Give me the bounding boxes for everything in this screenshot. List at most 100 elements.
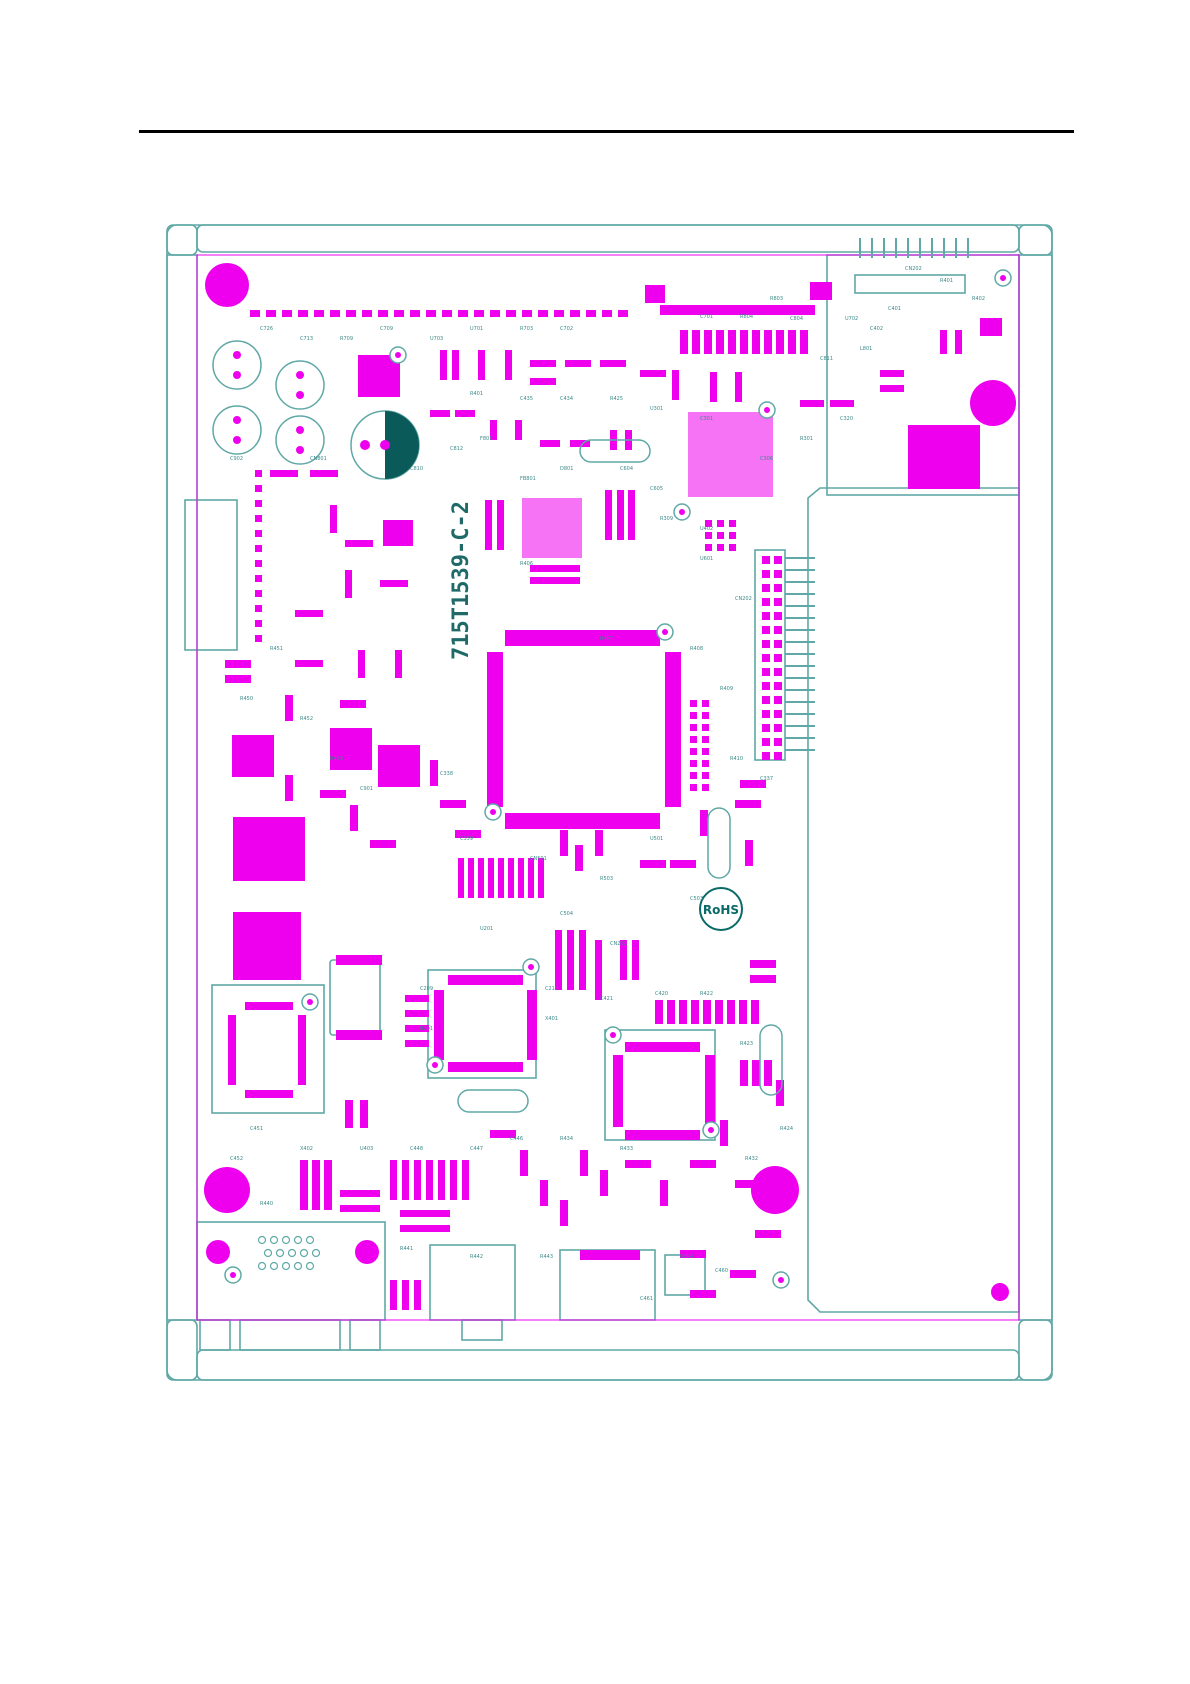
capacitor-pads — [233, 351, 304, 454]
component-designator: U301 — [650, 406, 663, 412]
component-designator: U402 — [700, 526, 713, 532]
component-designator: C337 — [760, 776, 773, 782]
component-designator: C447 — [470, 1146, 483, 1152]
component-designator: C709 — [380, 326, 393, 332]
component-designator: L801 — [860, 346, 872, 352]
component-designator: R434 — [560, 1136, 573, 1142]
component-designator: R409 — [720, 686, 733, 692]
component-designator: U201 — [480, 926, 493, 932]
board-edge — [196, 254, 1020, 1321]
component-designator: R451 — [270, 646, 283, 652]
component-designator: U703 — [430, 336, 443, 342]
component-designator: C306 — [760, 456, 773, 462]
component-designator: R424 — [780, 1126, 793, 1132]
component-designator: R453 — [330, 756, 343, 762]
component-designator: X402 — [300, 1146, 313, 1152]
component-designator: R452 — [300, 716, 313, 722]
component-designator: R422 — [700, 991, 713, 997]
component-designator: D801 — [560, 466, 573, 472]
component-designator: C320 — [840, 416, 853, 422]
board-part-number: 715T1539-C-2 — [449, 501, 474, 660]
component-designator: C811 — [820, 356, 833, 362]
component-designator: C726 — [260, 326, 273, 332]
component-designator: U601 — [700, 556, 713, 562]
component-designator: C701 — [700, 314, 713, 320]
component-designator: R201 — [420, 1026, 433, 1032]
component-designator: R401 — [940, 278, 953, 284]
component-designator: F801 — [480, 436, 492, 442]
component-designator: X401 — [545, 1016, 558, 1022]
component-designator: R410 — [730, 756, 743, 762]
component-designator: C301 — [700, 416, 713, 422]
crystals — [457, 439, 783, 1113]
component-designator: C420 — [655, 991, 668, 997]
component-designator: C339 — [460, 836, 473, 842]
component-designator: C338 — [440, 771, 453, 777]
component-designator: R301 — [800, 436, 813, 442]
header-pins — [859, 238, 969, 258]
component-designator: U404 — [680, 1254, 693, 1260]
component-designator: C812 — [450, 446, 463, 452]
component-designator: C435 — [520, 396, 533, 402]
rohs-logo: RoHS — [699, 887, 743, 931]
component-designator: C448 — [410, 1146, 423, 1152]
component-designator: U701 — [470, 326, 483, 332]
component-designator: R803 — [770, 296, 783, 302]
component-designator: R450 — [240, 696, 253, 702]
component-designator: C902 — [230, 456, 243, 462]
component-designator: R432 — [745, 1156, 758, 1162]
component-designator: C452 — [230, 1156, 243, 1162]
component-designator: C804 — [790, 316, 803, 322]
rohs-logo-text: RoHS — [703, 903, 739, 917]
component-designator: R309 — [660, 516, 673, 522]
component-designator: C504 — [560, 911, 573, 917]
component-designator: R402 — [972, 296, 985, 302]
component-designator: R406 — [520, 561, 533, 567]
component-designator: C605 — [650, 486, 663, 492]
silkscreen-labels: CN202R401R402C401C402U702L801C811R803C80… — [230, 266, 985, 1302]
component-designator: C402 — [870, 326, 883, 332]
component-designator: R408 — [690, 646, 703, 652]
component-designator: CN801 — [310, 456, 327, 462]
component-designator: C446 — [510, 1136, 523, 1142]
component-designator: R443 — [540, 1254, 553, 1260]
header-rule — [139, 130, 1074, 133]
component-designator: FB801 — [520, 476, 536, 482]
copper-layer — [204, 263, 1016, 1310]
component-designator: C810 — [410, 466, 423, 472]
component-designator: C713 — [300, 336, 313, 342]
component-designator: C209 — [420, 986, 433, 992]
component-designator: CN202 — [735, 596, 752, 602]
component-designator: R703 — [520, 326, 533, 332]
component-designator: C702 — [560, 326, 573, 332]
component-designator: C460 — [715, 1268, 728, 1274]
component-designator: C210 — [545, 986, 558, 992]
component-designator: R423 — [740, 1041, 753, 1047]
component-designator: C461 — [640, 1296, 653, 1302]
component-designator: R425 — [610, 396, 623, 402]
component-designator: CN501 — [530, 856, 547, 862]
component-designator: R433 — [620, 1146, 633, 1152]
electrolytic-capacitors — [212, 340, 325, 465]
component-designator: U403 — [360, 1146, 373, 1152]
component-designator: C401 — [888, 306, 901, 312]
component-designator: R442 — [470, 1254, 483, 1260]
component-designator: R440 — [260, 1201, 273, 1207]
component-designator: C503 — [690, 896, 703, 902]
component-designator: U702 — [845, 316, 858, 322]
component-designator: U501 — [650, 836, 663, 842]
component-designator: R401 — [470, 391, 483, 397]
component-designator: C451 — [250, 1126, 263, 1132]
component-designator: R709 — [340, 336, 353, 342]
component-designator: CN202 — [610, 941, 627, 947]
component-designator: R441 — [400, 1246, 413, 1252]
side-header-pins — [785, 557, 815, 751]
component-designator: CN202 — [905, 266, 922, 272]
component-designator: R503 — [600, 876, 613, 882]
pin1-markers — [224, 269, 1012, 1289]
component-designator: R407 — [600, 636, 613, 642]
vga-pins — [257, 1235, 321, 1271]
large-capacitor — [350, 410, 420, 480]
pin1-marker-dots — [230, 275, 1006, 1283]
